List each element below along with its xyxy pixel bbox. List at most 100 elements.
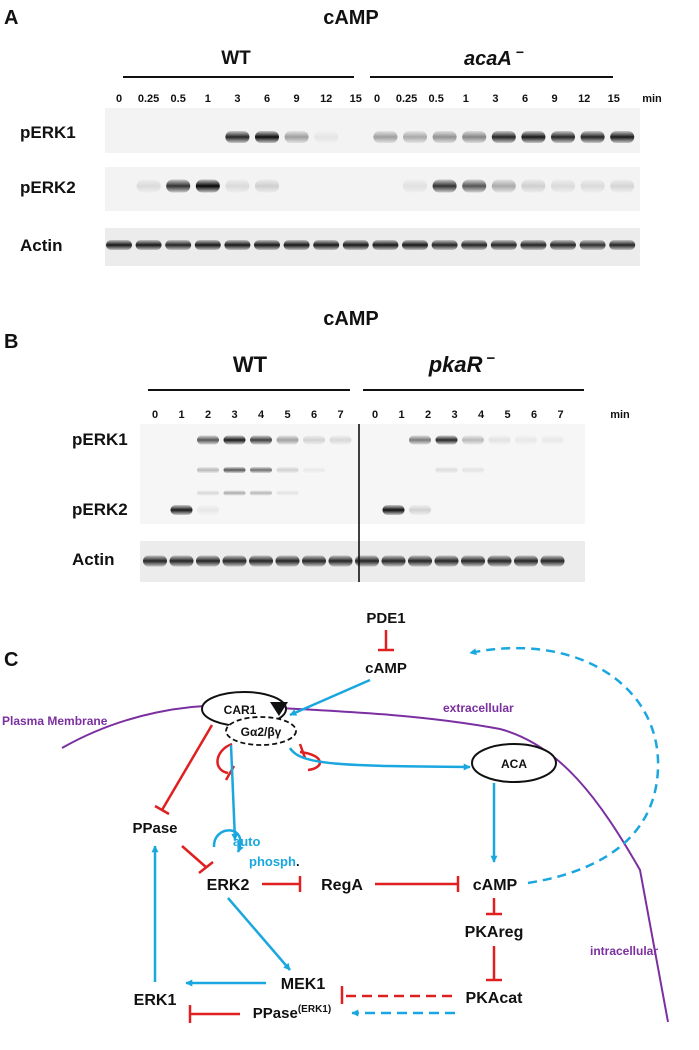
perk2-band [225, 179, 250, 193]
perk1-faint-band [276, 490, 299, 496]
perk1-band [462, 131, 487, 143]
actin-band [487, 555, 512, 567]
perk2-band [136, 179, 161, 193]
actin-band [224, 240, 251, 250]
perk1-faint-band [197, 490, 219, 496]
node-ppase: PPase [132, 820, 177, 837]
node-pde1: PDE1 [366, 610, 405, 627]
panel-a-title: cAMP [323, 7, 379, 29]
panel-b-row-label-actin: Actin [72, 550, 115, 569]
actin-band [249, 555, 273, 567]
panel-a-group-mutant: acaA− [464, 44, 524, 70]
panel-a-blot-perk1 [105, 108, 640, 153]
actin-band [342, 240, 369, 250]
car1-inhibits-ppase [160, 724, 214, 811]
actin-band [355, 555, 379, 567]
panel-a-letter: A [4, 7, 18, 29]
actin-band [609, 240, 636, 250]
node-car1-label: CAR1 [224, 703, 257, 717]
perk1-lower-band [223, 467, 246, 473]
camp-secretion-relay-dashed [469, 646, 660, 885]
erk2-autophosphorylation [212, 829, 244, 853]
panel-c-letter: C [4, 649, 18, 671]
car1-self-inhibition-right-bar [298, 743, 307, 759]
node-pkareg: PKAreg [465, 924, 524, 941]
time-label: 12 [320, 93, 332, 105]
actin-band [402, 240, 428, 250]
perk1-lower-band [435, 467, 458, 473]
time-label: 12 [578, 93, 590, 105]
perk2-band [409, 505, 431, 515]
panel-a-bands [106, 131, 636, 250]
panel-a-blot-perk2 [105, 167, 640, 211]
perk2-band [551, 179, 575, 193]
perk1-band [329, 435, 352, 445]
time-label: 0 [374, 93, 380, 105]
panel-b-title: cAMP [323, 308, 379, 330]
node-ppase-erk1: PPase(ERK1) [253, 1004, 331, 1022]
perk1-band [373, 131, 398, 143]
time-label: 0 [152, 409, 158, 421]
actin-band [520, 240, 547, 250]
time-label: 1 [178, 409, 184, 421]
time-label: 6 [264, 93, 270, 105]
time-label: 9 [294, 93, 300, 105]
perk1-band [610, 131, 635, 143]
panel-a-row-label-perk2: pERK2 [20, 178, 76, 197]
perk2-band [610, 179, 635, 193]
actin-band [431, 240, 458, 250]
ppase-inhibits-erk2-bar [198, 861, 214, 874]
autophosph-label-auto: auto [233, 834, 261, 849]
time-label: 6 [311, 409, 317, 421]
perk2-band [382, 505, 405, 515]
actin-band [283, 240, 310, 250]
gprotein-activates-aca [288, 747, 471, 771]
perk1-band [521, 131, 546, 143]
actin-band [254, 240, 280, 250]
actin-band [165, 240, 192, 250]
perk1-band [488, 435, 511, 445]
perk1-band [250, 435, 272, 445]
perk1-lower-band [250, 467, 272, 473]
perk1-band [255, 131, 279, 143]
node-camp-top: cAMP [365, 660, 407, 677]
perk2-band [195, 179, 220, 193]
perk2-band [432, 179, 457, 193]
perk1-band [541, 435, 564, 445]
perk1-band [515, 435, 537, 445]
panel-b-group-wt: WT [233, 352, 268, 377]
actin-band [328, 555, 353, 567]
panel-b-time-unit: min [610, 409, 630, 421]
perk1-lower-band [276, 467, 299, 473]
perk2-band [197, 505, 219, 515]
actin-band [514, 555, 538, 567]
perk2-band [580, 179, 605, 193]
node-camp-mid: cAMP [473, 877, 518, 894]
actin-band [196, 555, 220, 567]
perk1-band [276, 435, 299, 445]
actin-band [372, 240, 399, 250]
panel-b-bands [143, 435, 565, 567]
time-label: 0.25 [396, 93, 417, 105]
extracellular-label: extracellular [443, 701, 514, 715]
perk1-lower-band [303, 467, 325, 473]
perk1-faint-band [223, 490, 246, 496]
perk2-band [403, 179, 427, 193]
actin-band [461, 240, 488, 250]
perk1-band [462, 435, 484, 445]
actin-band [302, 555, 326, 567]
time-label: 3 [231, 409, 237, 421]
car1-inhibits-ppase-bar [154, 804, 170, 816]
plasma-membrane-curve [61, 704, 669, 1023]
ppase-inhibits-erk2 [181, 845, 208, 869]
time-label: 0.25 [138, 93, 159, 105]
perk2-band [170, 505, 193, 515]
perk1-band [225, 131, 250, 143]
time-label: 9 [552, 93, 558, 105]
perk2-band [462, 179, 487, 193]
time-label: 3 [451, 409, 457, 421]
